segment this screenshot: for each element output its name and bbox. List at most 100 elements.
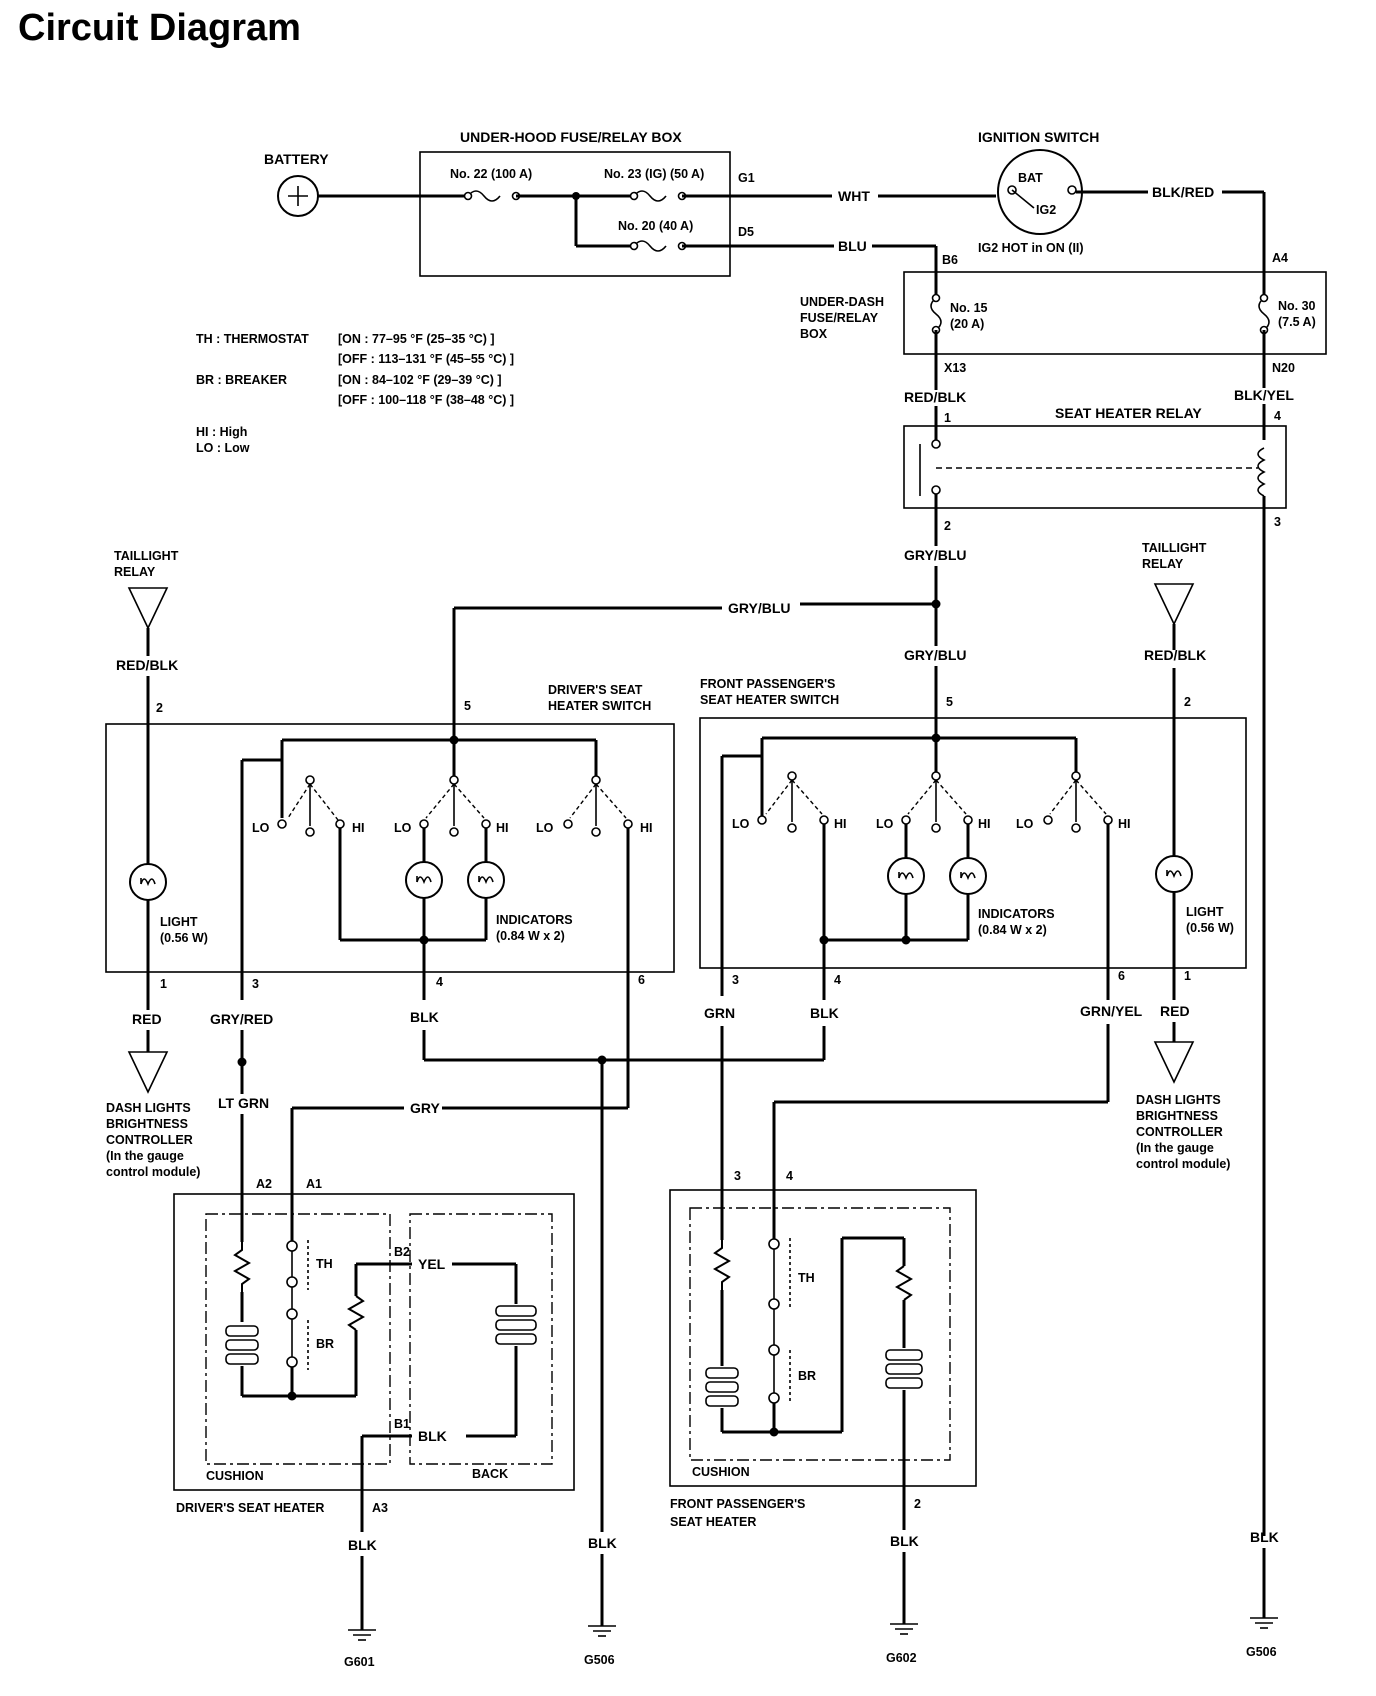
ground-g601-label: G601 [344,1655,375,1669]
pas-sw2-hi: HI [978,817,991,831]
front-passenger-seat-heater: FRONT PASSENGER'S SEAT HEATER CUSHION TH… [669,1189,977,1530]
taillight-right-l1: TAILLIGHT [1142,541,1207,555]
taillight-left-l2: RELAY [114,565,156,579]
pas-pin-4: 4 [834,973,841,987]
drv-indicators-label: INDICATORS [496,913,573,927]
wire-yel: YEL [418,1256,446,1272]
ignition-switch: IGNITION SWITCH BAT IG2 IG2 HOT in ON (I… [978,129,1099,255]
drv-light-icon [129,863,167,901]
drv-heater-pin-b1: B1 [394,1417,410,1431]
pas-heater-pin-2: 2 [914,1497,921,1511]
wire-blk-yel-label: BLK/YEL [1234,387,1294,403]
wire-blk-g601: BLK [348,1537,377,1553]
pas-sw1-hi: HI [834,817,847,831]
ground-g601-icon [346,1614,378,1642]
dash-left-l5: control module) [106,1165,200,1179]
relay-pin-3: 3 [1274,515,1281,529]
wire-red-blk-left: RED/BLK [116,657,178,673]
fuse-20-label: No. 20 (40 A) [618,219,693,233]
wire-blk-pas4: BLK [810,1005,839,1021]
dash-right-l1: DASH LIGHTS [1136,1093,1221,1107]
wire-gry-blu-label-3: GRY/BLU [904,647,966,663]
ground-g602-label: G602 [886,1651,917,1665]
wire-blk-g506-right: BLK [1250,1529,1279,1545]
pas-light-label: LIGHT [1186,905,1224,919]
wire-gry-red: GRY/RED [210,1011,273,1027]
pas-heater-pin-3: 3 [734,1169,741,1183]
legend-th-off: [OFF : 113–131 °F (45–55 °C) ] [338,352,514,366]
underdash-label-1: UNDER-DASH [800,295,884,309]
relay-pin-1: 1 [944,411,951,425]
drv-switch-pin-5: 5 [464,699,471,713]
taillight-relay-left: TAILLIGHT RELAY RED/BLK 2 [114,549,179,724]
drv-cushion-label: CUSHION [206,1469,264,1483]
pas-heater-pin-4: 4 [786,1169,793,1183]
fuse-15-label: No. 15 [950,301,988,315]
fuse-22-label: No. 22 (100 A) [450,167,532,181]
pas-sw3-hi: HI [1118,817,1131,831]
ign-ig2-label: IG2 [1036,203,1056,217]
drv-heater-pin-a1: A1 [306,1177,322,1191]
dash-right-l5: control module) [1136,1157,1230,1171]
ign-note: IG2 HOT in ON (II) [978,241,1084,255]
drv-sw2-lo: LO [394,821,412,835]
drv-sw2-hi: HI [496,821,509,835]
battery: BATTERY [264,151,329,217]
drv-sw1-lo: LO [252,821,270,835]
drv-heater-pin-b2: B2 [394,1245,410,1259]
wire-gry-blu-label-1: GRY/BLU [904,547,966,563]
conn-g1: G1 [738,171,755,185]
drv-switch-label-1: DRIVER'S SEAT [548,683,643,697]
wire-blk-b1: BLK [418,1428,447,1444]
pas-th-label: TH [798,1271,815,1285]
dash-right-l4: (In the gauge [1136,1141,1214,1155]
drv-light-w: (0.56 W) [160,931,208,945]
under-dash-fuse-box: UNDER-DASH FUSE/RELAY BOX B6 A4 No. 15 (… [800,251,1327,355]
dash-left-l2: BRIGHTNESS [106,1117,188,1131]
drv-indicator-lo-icon [405,861,443,899]
dash-right-l2: BRIGHTNESS [1136,1109,1218,1123]
page-title: Circuit Diagram [18,7,301,49]
pas-pin-3: 3 [732,973,739,987]
drv-sw3-lo: LO [536,821,554,835]
pas-indicator-lo-icon [887,857,925,895]
pas-heater-label-2: SEAT HEATER [670,1515,756,1529]
pas-indicators-label: INDICATORS [978,907,1055,921]
pas-indicators-w: (0.84 W x 2) [978,923,1047,937]
dash-left-l1: DASH LIGHTS [106,1101,191,1115]
wire-blk-drv4: BLK [410,1009,439,1025]
drv-indicator-hi-icon [467,861,505,899]
wire-blk-g506-mid: BLK [588,1535,617,1551]
underdash-label-3: BOX [800,327,828,341]
battery-label: BATTERY [264,151,329,167]
legend-br-off: [OFF : 100–118 °F (38–48 °C) ] [338,393,514,407]
dash-lights-left-icon [128,1051,168,1093]
legend-lo: LO : Low [196,441,250,455]
wire-wht-label: WHT [838,188,870,204]
wire-blk-red-label: BLK/RED [1152,184,1214,200]
wire-grn: GRN [704,1005,735,1021]
conn-n20: N20 [1272,361,1295,375]
taillight-relay-right: TAILLIGHT RELAY RED/BLK 2 [1142,541,1207,718]
fuse-23-label: No. 23 (IG) (50 A) [604,167,704,181]
underdash-label-2: FUSE/RELAY [800,311,879,325]
drv-indicators-w: (0.84 W x 2) [496,929,565,943]
ground-g506-right-icon [1248,1602,1280,1630]
drv-heater-pin-a2: A2 [256,1177,272,1191]
taillight-left-l1: TAILLIGHT [114,549,179,563]
wire-lt-grn: LT GRN [218,1095,269,1111]
pas-cushion-label: CUSHION [692,1465,750,1479]
relay-pin-2: 2 [944,519,951,533]
pas-heater-label-1: FRONT PASSENGER'S [670,1497,805,1511]
pas-br-label: BR [798,1369,816,1383]
under-hood-fuse-box: UNDER-HOOD FUSE/RELAY BOX No. 22 (100 A)… [419,129,731,277]
legend: TH : THERMOSTAT [ON : 77–95 °F (25–35 °C… [196,332,514,455]
drv-br-label: BR [316,1337,334,1351]
wire-red-left: RED [132,1011,162,1027]
pas-sw2-lo: LO [876,817,894,831]
drv-heater-label: DRIVER'S SEAT HEATER [176,1501,324,1515]
right-light-pin-2: 2 [1184,695,1191,709]
wire-blk-g602: BLK [890,1533,919,1549]
drv-sw1-hi: HI [352,821,365,835]
ground-g506-mid-label: G506 [584,1653,615,1667]
